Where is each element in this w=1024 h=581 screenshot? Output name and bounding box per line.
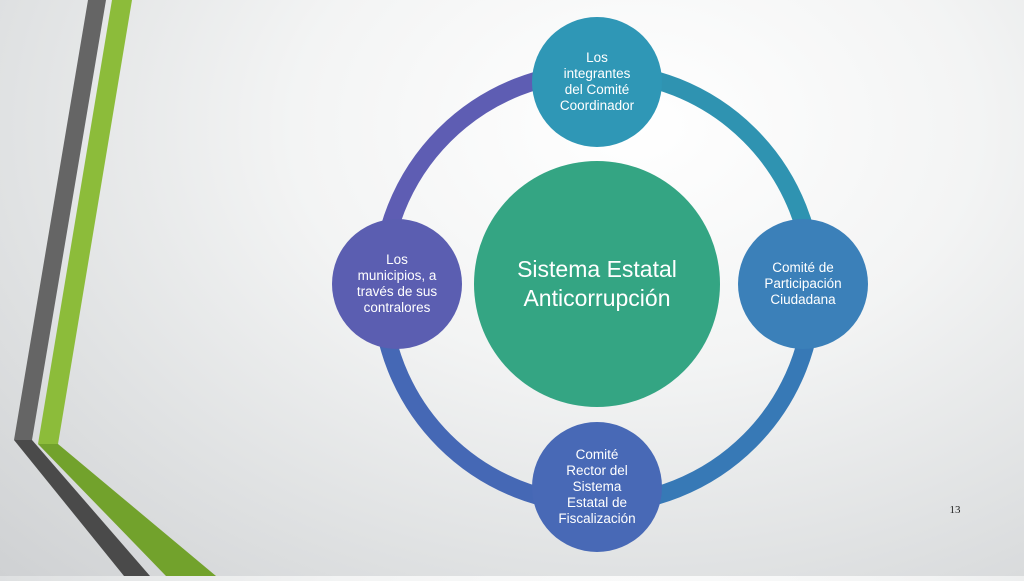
node-circle-top <box>532 17 662 147</box>
node-label-left: Los municipios, a través de sus contralo… <box>356 251 438 316</box>
center-label: Sistema Estatal Anticorrupción <box>517 256 677 311</box>
center-circle <box>474 161 720 407</box>
green-stripe-upper <box>38 0 132 444</box>
node-circle-right <box>738 219 868 349</box>
node-circle-left <box>332 219 462 349</box>
green-stripe-lower <box>38 444 216 576</box>
gray-stripe-lower <box>14 440 150 576</box>
node-label-bottom: Comité Rector del Sistema Estatal de Fis… <box>558 446 636 527</box>
gray-stripe-upper <box>14 0 106 440</box>
node-label-top: Los integrantes del Comité Coordinador <box>559 49 635 114</box>
node-label-right: Comité de Participación Ciudadana <box>764 259 842 308</box>
node-circle-bottom <box>532 422 662 552</box>
page-number: 13 <box>949 504 961 516</box>
